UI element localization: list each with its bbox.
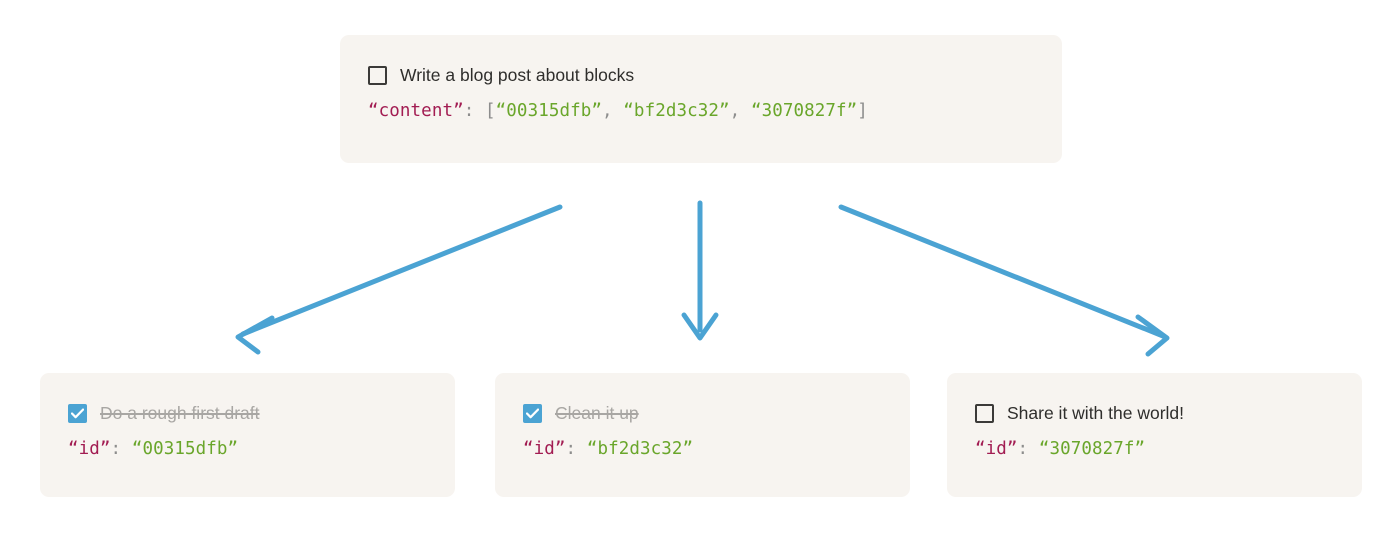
json-key: “id” [975, 439, 1018, 459]
json-key: “id” [68, 439, 111, 459]
json-colon: : [110, 439, 122, 459]
child-todo-row-2: Clean it up [523, 401, 910, 425]
child-todo-label-2: Clean it up [555, 403, 639, 423]
json-open-bracket: [ [485, 101, 496, 121]
root-todo-row: Write a blog post about blocks [368, 63, 1062, 87]
json-value: “00315dfb” [131, 439, 239, 459]
json-separator-2: , [729, 101, 741, 121]
checkbox-unchecked-icon[interactable] [975, 403, 994, 423]
child-json-line-1: “id”: “00315dfb” [68, 437, 455, 461]
child-block-card-1[interactable]: Do a rough first draft “id”: “00315dfb” [40, 373, 455, 497]
json-separator-1: , [602, 101, 613, 121]
child-todo-row-1: Do a rough first draft [68, 401, 455, 425]
root-json-line: “content”: [“00315dfb”, “bf2d3c32”, “307… [368, 99, 1062, 123]
child-json-line-3: “id”: “3070827f” [975, 437, 1362, 461]
child-todo-label-3: Share it with the world! [1007, 403, 1185, 423]
child-todo-row-3: Share it with the world! [975, 401, 1362, 425]
checkbox-unchecked-icon[interactable] [368, 65, 387, 85]
root-block-card[interactable]: Write a blog post about blocks “content”… [340, 35, 1062, 163]
json-colon: : [1017, 439, 1029, 459]
json-close-bracket: ] [857, 101, 868, 121]
json-value: “bf2d3c32” [586, 439, 694, 459]
arrow-to-second-child [681, 200, 719, 341]
child-block-card-3[interactable]: Share it with the world! “id”: “3070827f… [947, 373, 1362, 497]
checkbox-checked-icon[interactable] [523, 403, 542, 423]
json-key: “content” [368, 101, 464, 121]
json-value-3: “3070827f” [750, 101, 858, 121]
arrow-to-first-child [235, 204, 563, 355]
json-value-2: “bf2d3c32” [623, 101, 730, 121]
json-value-1: “00315dfb” [495, 101, 603, 121]
arrow-to-third-child [838, 204, 1170, 357]
child-json-line-2: “id”: “bf2d3c32” [523, 437, 910, 461]
checkbox-checked-icon[interactable] [68, 403, 87, 423]
json-colon: : [565, 439, 577, 459]
child-todo-label-1: Do a rough first draft [100, 403, 260, 423]
json-colon: : [463, 101, 475, 121]
child-block-card-2[interactable]: Clean it up “id”: “bf2d3c32” [495, 373, 910, 497]
json-value: “3070827f” [1038, 439, 1146, 459]
root-todo-label: Write a blog post about blocks [400, 65, 635, 85]
json-key: “id” [523, 439, 566, 459]
